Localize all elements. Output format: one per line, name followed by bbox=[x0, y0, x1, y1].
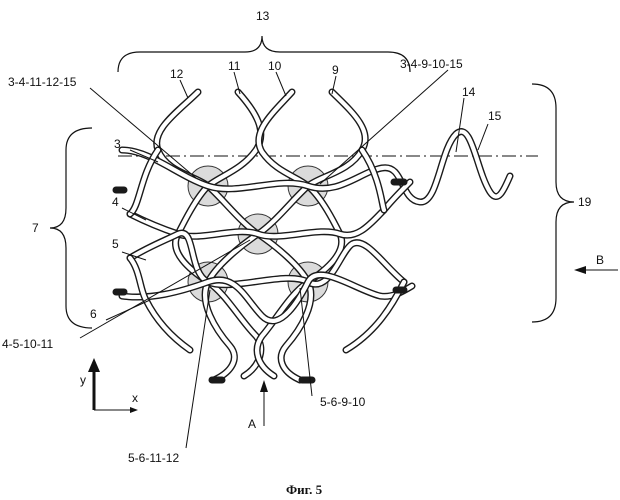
figure-caption: Фиг. 5 bbox=[286, 482, 323, 497]
label-7: 7 bbox=[32, 221, 39, 235]
label-node-4-5-10-11: 4-5-10-11 bbox=[2, 337, 53, 351]
woven-mesh bbox=[116, 92, 510, 380]
label-node-5-6-9-10: 5-6-9-10 bbox=[320, 395, 366, 409]
label-13: 13 bbox=[256, 9, 270, 23]
label-4: 4 bbox=[112, 195, 119, 209]
label-5: 5 bbox=[112, 237, 119, 251]
leader-lines bbox=[80, 70, 488, 448]
label-10: 10 bbox=[268, 59, 282, 73]
arrow-a bbox=[260, 380, 268, 426]
label-node-3-4-11-12-15: 3-4-11-12-15 bbox=[8, 75, 77, 89]
label-3: 3 bbox=[114, 137, 121, 151]
label-9: 9 bbox=[332, 63, 339, 77]
label-a: A bbox=[248, 417, 256, 431]
label-11: 11 bbox=[228, 59, 241, 73]
label-x: x bbox=[132, 391, 138, 405]
brace-19 bbox=[532, 84, 574, 322]
label-y: y bbox=[80, 373, 86, 387]
brace-13 bbox=[118, 36, 410, 72]
label-6: 6 bbox=[90, 307, 97, 321]
label-node-5-6-11-12: 5-6-11-12 bbox=[128, 451, 179, 465]
brace-7 bbox=[50, 128, 92, 328]
label-b: B bbox=[596, 253, 604, 267]
label-15: 15 bbox=[488, 109, 502, 123]
label-14: 14 bbox=[462, 85, 476, 99]
label-node-3-4-9-10-15: 3-4-9-10-15 bbox=[400, 57, 463, 71]
label-12: 12 bbox=[170, 67, 184, 81]
arrow-b bbox=[574, 266, 618, 274]
axes bbox=[88, 358, 138, 413]
label-19: 19 bbox=[578, 195, 592, 209]
